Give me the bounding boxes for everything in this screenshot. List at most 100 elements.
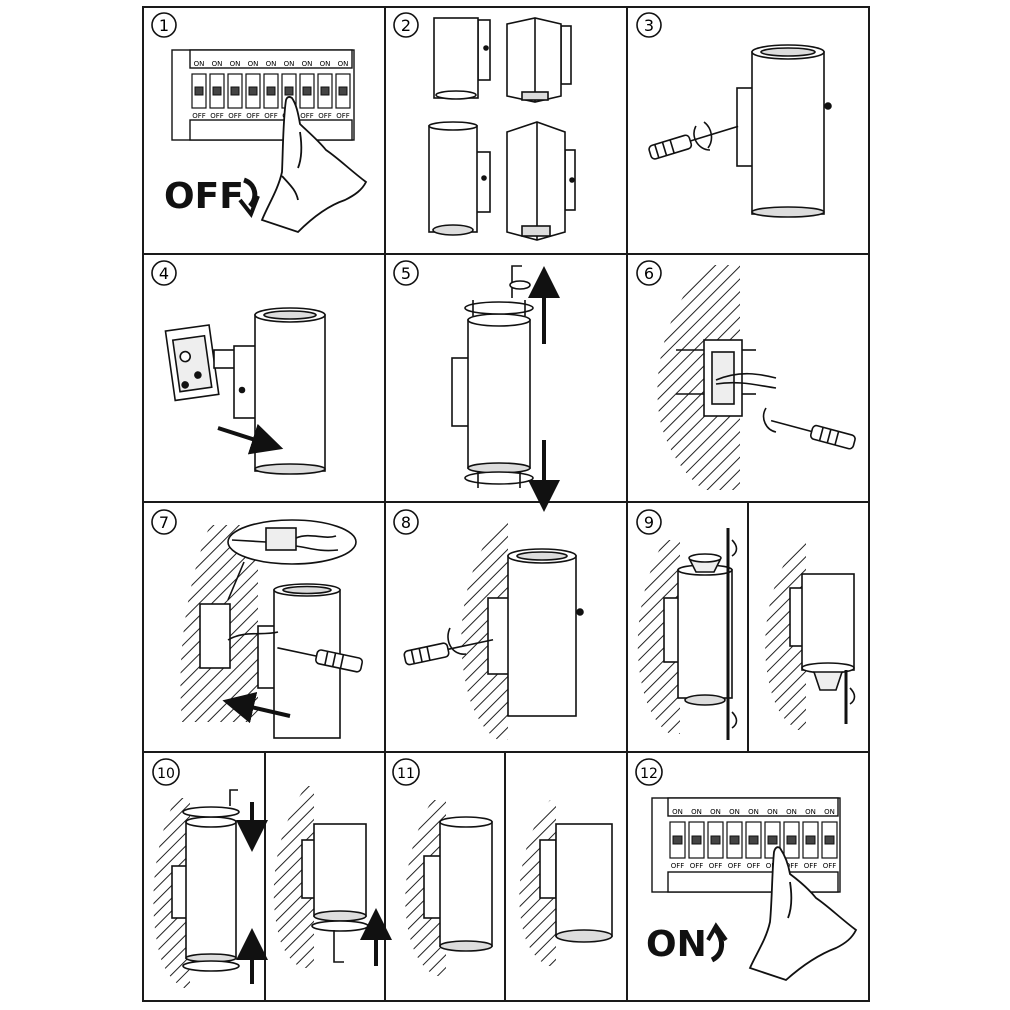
pointing-hand-icon xyxy=(748,846,858,982)
round-lamp-small xyxy=(433,17,491,100)
switch-off-label: OFF xyxy=(709,862,723,870)
svg-text:7: 7 xyxy=(159,513,169,532)
breaker-switch: ON OFF xyxy=(783,808,800,870)
top-cap xyxy=(464,301,534,315)
switch-off-label: OFF xyxy=(300,112,314,120)
switch-off-label: OFF xyxy=(264,112,278,120)
svg-text:4: 4 xyxy=(159,264,169,283)
step-number-6: 6 xyxy=(636,260,662,286)
breaker-switch: ON OFF xyxy=(707,808,724,870)
switch-on-label: ON xyxy=(710,808,721,816)
panel-2-product-variants xyxy=(428,17,576,241)
switch-on-label: ON xyxy=(824,808,835,816)
breaker-switch: ON OFF xyxy=(299,60,315,120)
switch-on-label: ON xyxy=(302,60,313,68)
panel-10-fasten-caps xyxy=(153,786,392,988)
wall-bracket xyxy=(736,87,754,167)
pull-arrow-icon xyxy=(217,423,284,455)
panel-4-remove-base xyxy=(164,307,326,475)
breaker-switch: ON OFF xyxy=(227,60,243,120)
lamp-body xyxy=(751,51,825,215)
turn-down-arrow-icon xyxy=(238,177,260,218)
lamp-body xyxy=(555,823,613,937)
breaker-switch: ON OFF xyxy=(688,808,705,870)
switch-off-label: OFF xyxy=(690,862,704,870)
bottom-cap xyxy=(464,471,534,485)
mounting-plate xyxy=(164,324,220,402)
step-number-1: 1 xyxy=(151,12,177,38)
switch-on-label: ON xyxy=(266,60,277,68)
switch-on-label: ON xyxy=(767,808,778,816)
lamp-body xyxy=(467,319,531,469)
panel-8-secure-lamp xyxy=(403,520,584,740)
mounting-plate xyxy=(199,603,231,669)
svg-text:11: 11 xyxy=(397,766,415,782)
panel-grid xyxy=(142,6,870,1002)
switch-off-label: OFF xyxy=(728,862,742,870)
svg-text:2: 2 xyxy=(401,16,411,35)
breaker-switches: ONOFFONOFFONOFFONOFFONOFFONOFFONOFFONOFF… xyxy=(669,808,838,870)
wall-hatching xyxy=(637,540,680,734)
lamp-body xyxy=(507,555,577,717)
step-number-12: 12 xyxy=(635,758,663,786)
switch-on-label: ON xyxy=(230,60,241,68)
switch-on-label: ON xyxy=(672,808,683,816)
screwdriver-icon xyxy=(770,419,856,450)
panel-6-fix-plate xyxy=(657,265,856,490)
svg-text:1: 1 xyxy=(159,16,169,35)
switch-on-label: ON xyxy=(805,808,816,816)
switch-on-label: ON xyxy=(786,808,797,816)
lamp-body xyxy=(254,314,326,472)
step-numbers: 1 2 3 4 5 6 7 8 9 10 11 12 xyxy=(151,12,663,786)
square-lamp-large xyxy=(506,121,576,241)
wall-hatching xyxy=(273,786,314,968)
switch-on-label: ON xyxy=(248,60,259,68)
wall-hatching xyxy=(461,520,508,740)
screwdriver-icon xyxy=(277,647,364,673)
step-number-11: 11 xyxy=(392,758,420,786)
lamp-body xyxy=(801,573,855,671)
breaker-switch: ON OFF xyxy=(245,60,261,120)
step-number-4: 4 xyxy=(151,260,177,286)
svg-text:8: 8 xyxy=(401,513,411,532)
push-arrow-icon xyxy=(222,692,291,724)
cable-terminal xyxy=(213,349,237,369)
top-screw xyxy=(509,280,531,290)
switch-on-label: ON xyxy=(212,60,223,68)
switch-on-label: ON xyxy=(194,60,205,68)
svg-text:10: 10 xyxy=(157,766,175,782)
turn-up-arrow-icon xyxy=(706,922,728,963)
step-number-9: 9 xyxy=(636,509,662,535)
breaker-switch: ON OFF xyxy=(726,808,743,870)
rotate-arrow-icon xyxy=(693,125,711,151)
breaker-switch: ON OFF xyxy=(317,60,333,120)
power-off-label: OFF xyxy=(164,176,244,217)
switch-on-label: ON xyxy=(691,808,702,816)
switch-on-label: ON xyxy=(729,808,740,816)
screwdriver-icon xyxy=(648,125,739,160)
svg-text:12: 12 xyxy=(640,766,658,782)
switch-off-label: OFF xyxy=(228,112,242,120)
breaker-switch: ON OFF xyxy=(263,60,279,120)
lamp-body xyxy=(185,821,237,959)
lamp-body xyxy=(677,569,733,699)
breaker-switch: ON OFF xyxy=(669,808,686,870)
switch-off-label: OFF xyxy=(318,112,332,120)
switch-on-label: ON xyxy=(320,60,331,68)
svg-text:9: 9 xyxy=(644,513,654,532)
switch-off-label: OFF xyxy=(246,112,260,120)
power-on-label: ON xyxy=(646,924,707,965)
power-cable xyxy=(715,372,777,381)
switch-off-label: OFF xyxy=(336,112,350,120)
switch-off-label: OFF xyxy=(785,862,799,870)
panel-7-wire-connect xyxy=(180,519,364,739)
switch-off-label: OFF xyxy=(671,862,685,870)
panel-5-remove-caps xyxy=(451,265,560,512)
svg-text:6: 6 xyxy=(644,264,654,283)
panel-3-unscrew xyxy=(648,44,832,218)
